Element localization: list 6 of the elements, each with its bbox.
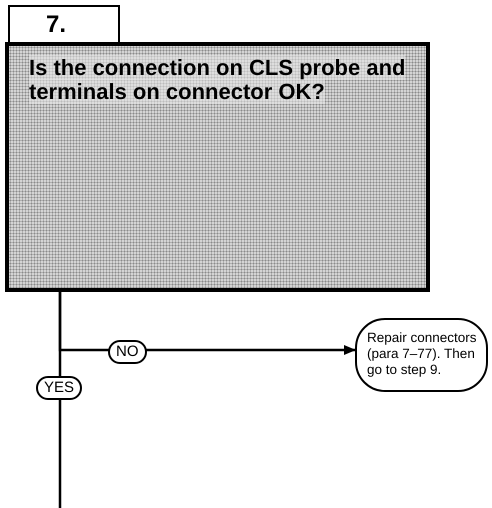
action-box: Repair connectors (para 7–77). Then go to step 9. [355, 318, 488, 392]
decision-box: Is the connection on CLS probe and terminals on connector OK? [5, 42, 430, 292]
step-number-box: 7. [8, 5, 120, 45]
edge-label: YES [36, 376, 82, 400]
connector-line [58, 292, 62, 508]
edge-label: NO [108, 340, 146, 364]
